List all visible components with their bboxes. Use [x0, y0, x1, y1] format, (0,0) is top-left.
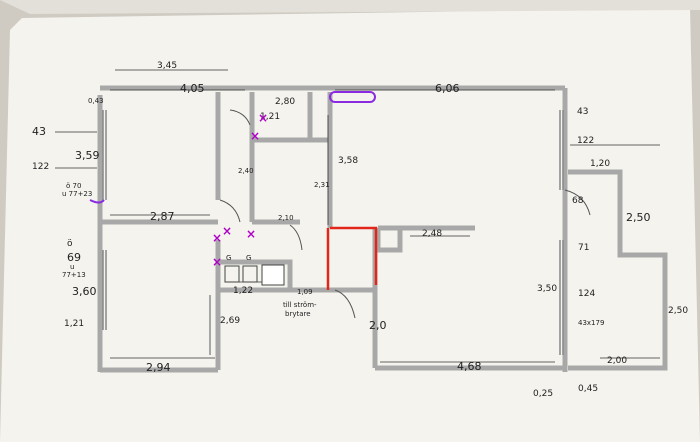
socket-highlight	[329, 91, 376, 103]
dim-right-20: 2,0	[369, 319, 387, 332]
dim-right-43x179: 43x179	[578, 319, 605, 327]
wall-bath	[249, 92, 330, 143]
dim-right-124: 124	[578, 289, 596, 299]
dim-top-345: 3,45	[157, 61, 178, 71]
dim-bal-250b: 2,50	[668, 306, 689, 316]
x-mark: ×	[212, 231, 223, 245]
balcony	[568, 169, 668, 371]
dim-lower-269: 2,69	[220, 316, 241, 326]
paper-sheet	[0, 8, 700, 442]
dim-right-248: 2,48	[422, 229, 443, 239]
kitchen-g2: G	[246, 254, 252, 262]
x-mark: ×	[222, 224, 233, 238]
dim-lower-109: 1,09	[297, 288, 313, 296]
dim-right-468: 4,68	[457, 360, 482, 373]
note-switch-2: brytare	[285, 310, 311, 318]
dim-lower-294: 2,94	[146, 361, 171, 374]
dim-left-7723: u 77+23	[62, 190, 93, 198]
dim-bot-045: 0,45	[578, 384, 599, 394]
dim-lower-122: 1,22	[233, 286, 254, 296]
dim-left-043: 0,43	[88, 97, 104, 105]
dim-bath-121: 1,21	[260, 112, 281, 122]
dim-left-359: 3,59	[75, 149, 100, 162]
dim-right-350: 3,50	[537, 284, 558, 294]
dim-left-69: 69	[67, 251, 81, 264]
note-switch-1: till ström-	[283, 301, 317, 309]
dim-hall-231: 2,31	[314, 181, 330, 189]
dim-top-606: 6,06	[435, 82, 460, 95]
dim-left-7713: 77+13	[62, 271, 86, 279]
dim-left-43: 43	[32, 125, 46, 138]
dim-left-360: 3,60	[72, 285, 97, 298]
dim-right-71: 71	[578, 243, 590, 253]
dim-left-u: u	[70, 263, 75, 271]
red-wall-marked	[326, 226, 378, 290]
dim-left-070: ö 70	[66, 182, 82, 190]
socket-highlight-left	[89, 199, 105, 204]
dim-right-43: 43	[577, 107, 589, 117]
dim-bot-025: 0,25	[533, 389, 554, 399]
dim-bal-120: 1,20	[590, 159, 611, 169]
dim-room-287: 2,87	[150, 210, 175, 223]
dim-bal-250a: 2,50	[626, 211, 651, 224]
dim-bath-280: 2,80	[275, 97, 296, 107]
dim-bal-68: 68	[572, 196, 584, 206]
dim-left-122: 122	[32, 162, 50, 172]
dim-top-405: 4,05	[180, 82, 205, 95]
x-mark: ×	[258, 111, 269, 125]
dim-bal-200: 2,00	[607, 356, 628, 366]
x-mark: ×	[250, 129, 261, 143]
dim-hall-210: 2,10	[278, 214, 294, 222]
dim-left-121: 1,21	[64, 319, 85, 329]
wall-closet	[375, 228, 403, 253]
x-mark: ×	[212, 255, 223, 269]
dim-right-122: 122	[577, 136, 595, 146]
kitchen-g1: G	[226, 254, 232, 262]
dim-left-o: ö	[67, 239, 73, 249]
x-mark: ×	[246, 227, 257, 241]
dim-hall-240: 2,40	[238, 167, 254, 175]
dim-mid-358: 3,58	[338, 156, 359, 166]
